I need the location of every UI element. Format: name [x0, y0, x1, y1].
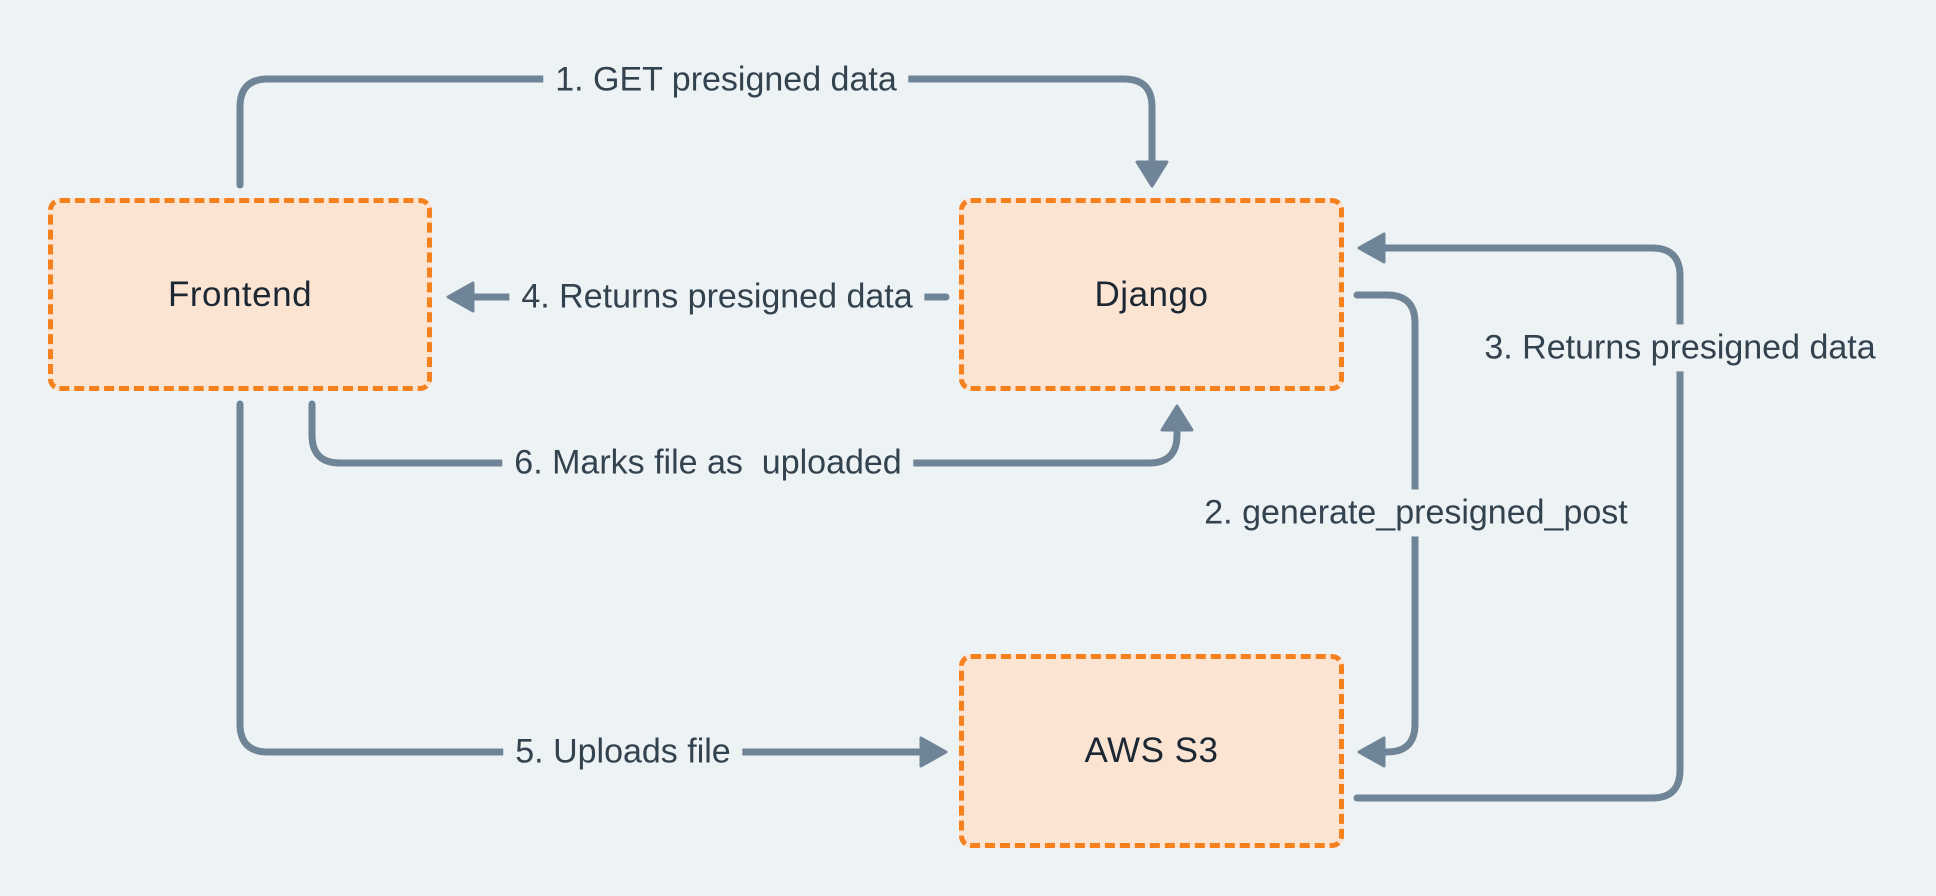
aws-s3-node: AWS S3: [959, 654, 1344, 848]
arrow-1-head-down-icon: [1135, 160, 1169, 188]
arrow-3-path: [1353, 244, 1684, 802]
arrow-4-head-left-icon: [446, 281, 475, 313]
arrow-5-path: [236, 400, 923, 756]
arrow-5-head-right-icon: [919, 736, 948, 768]
edge-label-get-presigned-data: 1. GET presigned data: [543, 56, 909, 104]
django-node: Django: [959, 198, 1344, 391]
frontend-node: Frontend: [48, 198, 432, 391]
edge-label-uploads-file: 5. Uploads file: [503, 728, 743, 776]
arrow-2-head-left-icon: [1357, 736, 1386, 768]
arrow-3-head-left-icon: [1357, 232, 1386, 264]
edge-label-returns-presigned-data-s3: 3. Returns presigned data: [1472, 324, 1888, 372]
arrow-6-head-up-icon: [1160, 404, 1194, 432]
frontend-node-label: Frontend: [167, 274, 313, 314]
edge-label-generate-presigned-post: 2. generate_presigned_post: [1192, 489, 1640, 537]
edge-label-marks-file-uploaded: 6. Marks file as uploaded: [502, 439, 914, 487]
aws-s3-node-label: AWS S3: [1084, 731, 1219, 770]
django-node-label: Django: [1094, 274, 1209, 314]
edge-label-returns-presigned-data-frontend: 4. Returns presigned data: [509, 273, 925, 321]
